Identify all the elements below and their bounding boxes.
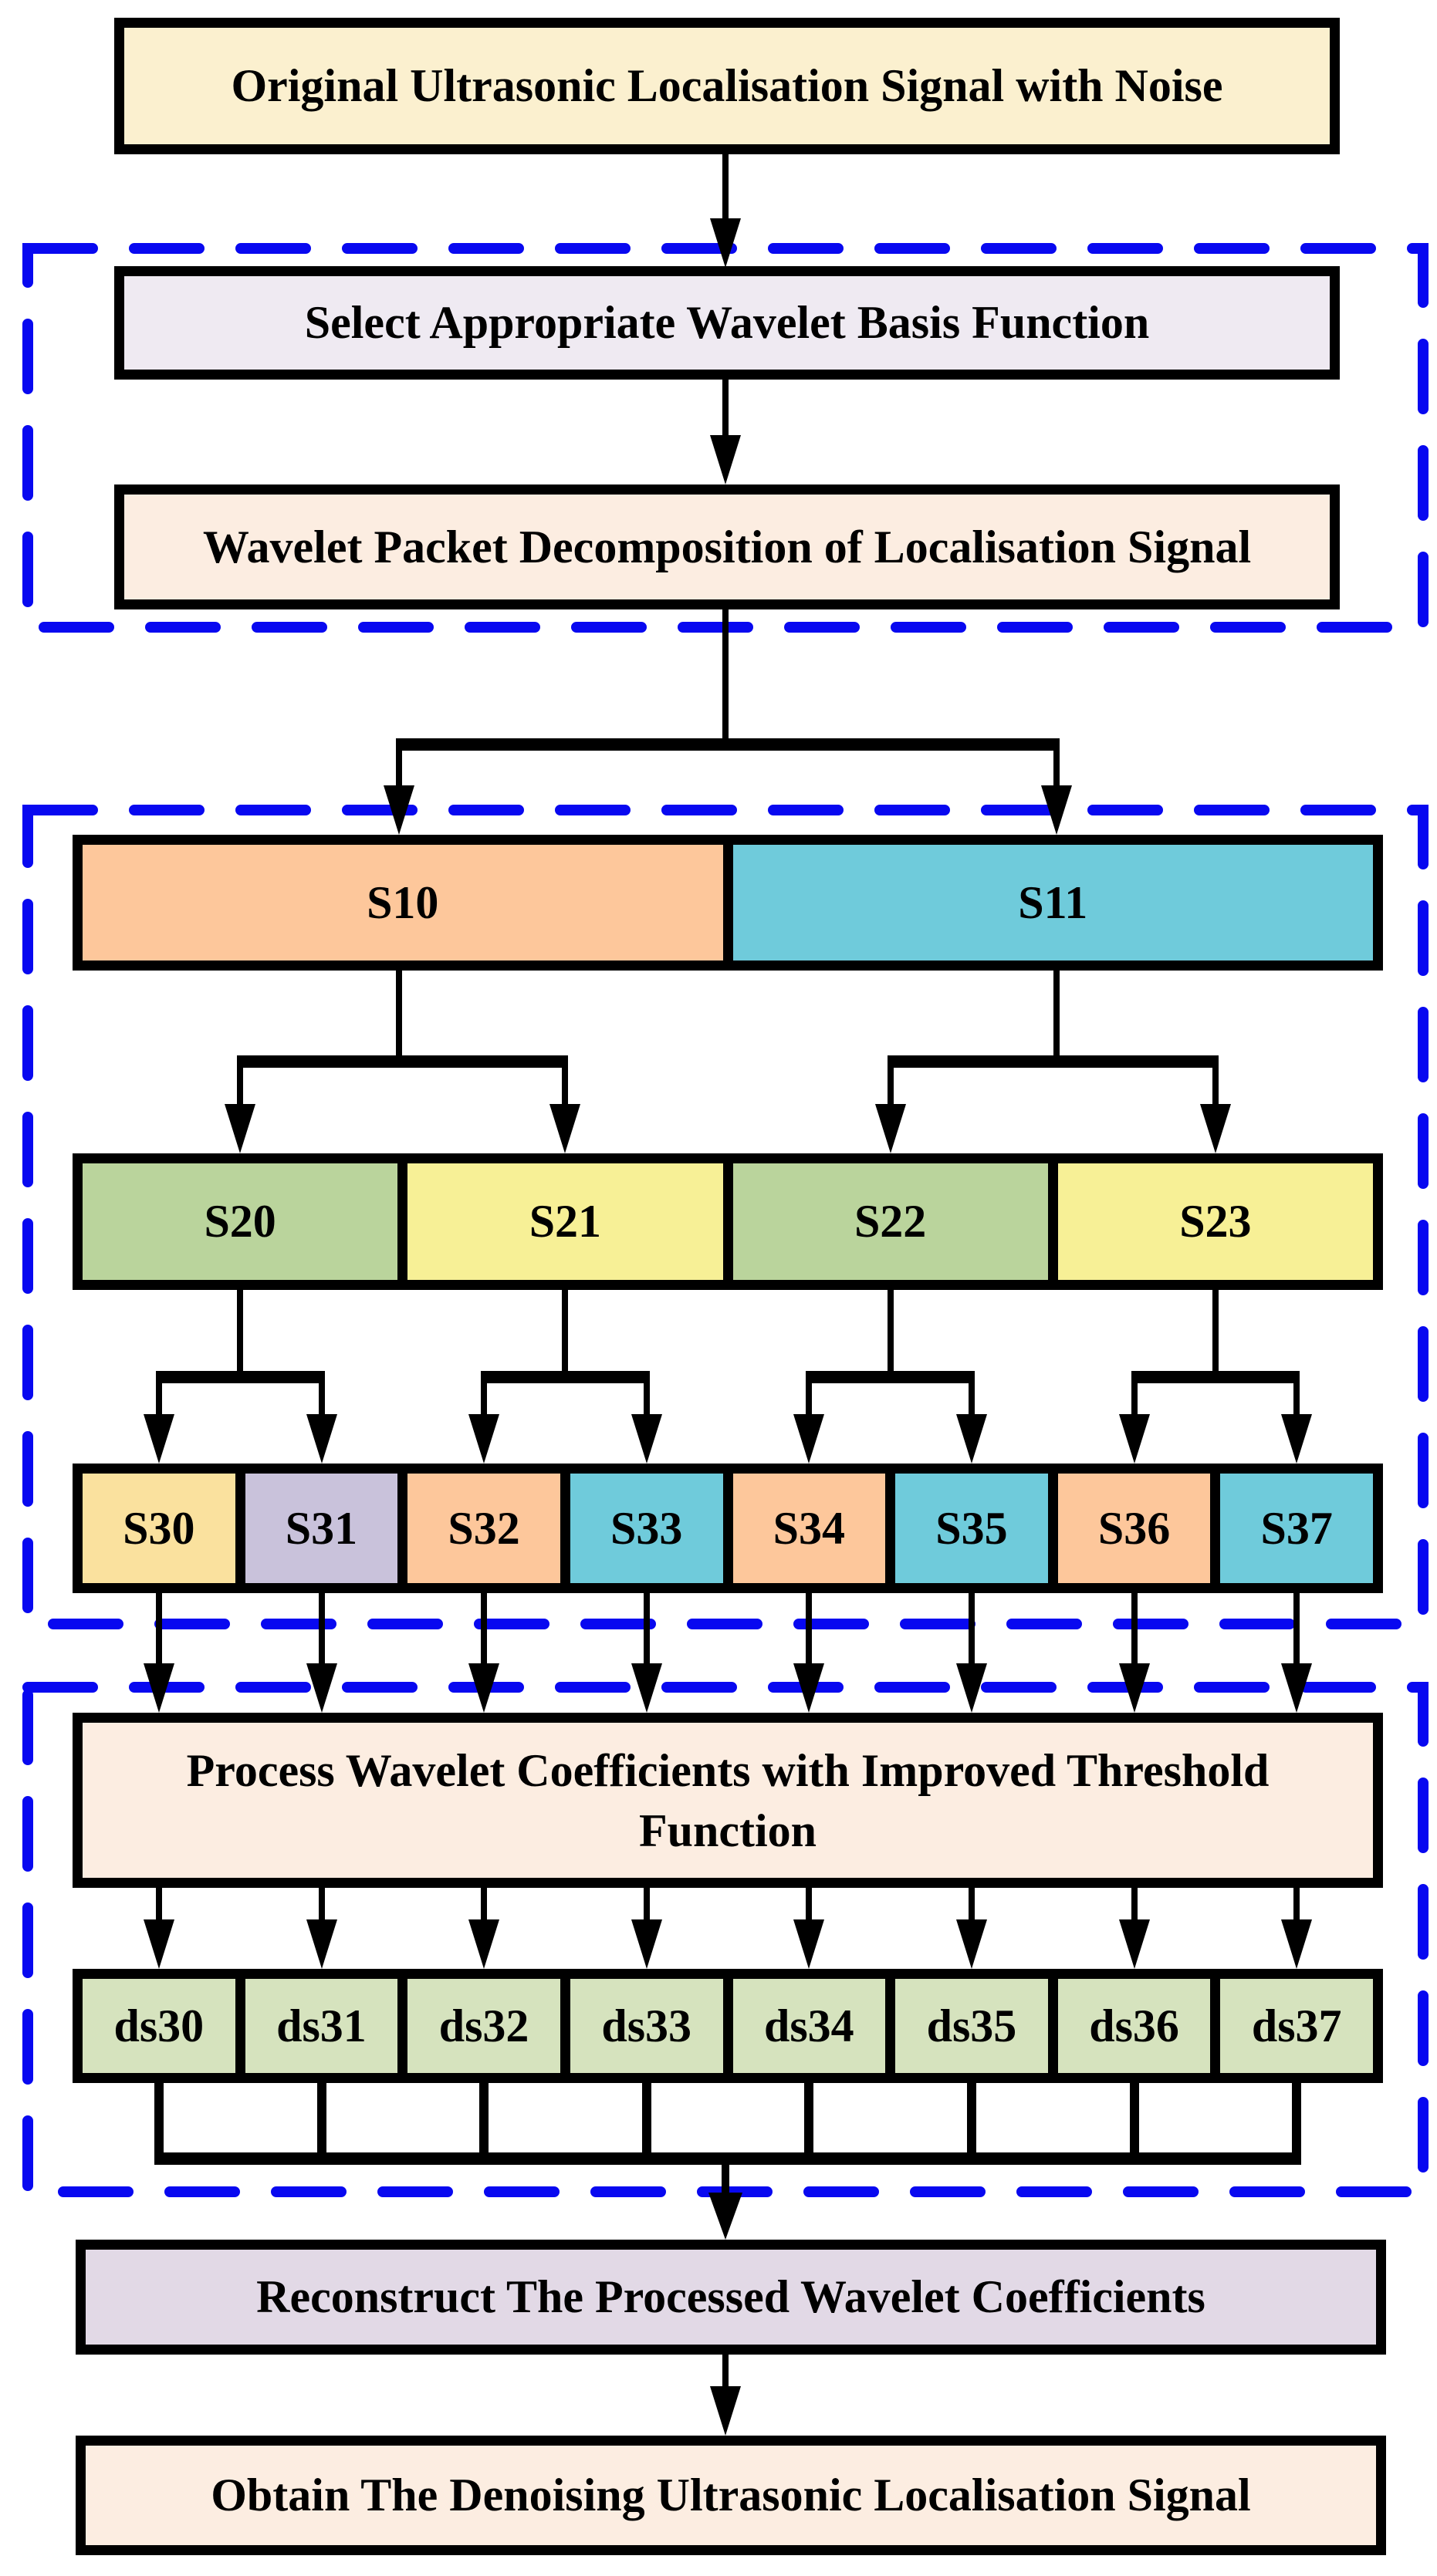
branch-level1-to-level2 xyxy=(225,971,1231,1153)
cell-s37: S37 xyxy=(1220,1474,1373,1583)
cell-ds36: ds36 xyxy=(1057,1979,1211,2073)
cell-ds31: ds31 xyxy=(245,1979,398,2073)
arrows-level3-to-process xyxy=(144,1593,1312,1713)
box-select-wavelet-basis: Select Appropriate Wavelet Basis Functio… xyxy=(114,266,1340,380)
cell-ds30: ds30 xyxy=(83,1979,235,2073)
cell-ds33: ds33 xyxy=(570,1979,723,2073)
cell-s22: S22 xyxy=(732,1163,1048,1280)
arrows-process-to-ds xyxy=(144,1888,1312,1969)
cell-ds35: ds35 xyxy=(895,1979,1048,2073)
merge-bus-to-reconstruct xyxy=(154,2083,1301,2240)
box-denoised-output: Obtain The Denoising Ultrasonic Localisa… xyxy=(76,2436,1386,2555)
cell-ds37: ds37 xyxy=(1220,1979,1373,2073)
cell-s10: S10 xyxy=(83,845,723,961)
cell-s11: S11 xyxy=(732,845,1373,961)
box-reconstruct-coefficients: Reconstruct The Processed Wavelet Coeffi… xyxy=(76,2240,1386,2355)
arrow-top-to-select xyxy=(710,154,741,268)
cell-s30: S30 xyxy=(83,1474,235,1583)
cell-ds32: ds32 xyxy=(407,1979,560,2073)
cell-s34: S34 xyxy=(732,1474,886,1583)
box-process-threshold: Process Wavelet Coefficients with Improv… xyxy=(73,1713,1383,1888)
row-tree-level1: S10 S11 xyxy=(73,835,1383,971)
arrow-select-to-decompose xyxy=(710,380,741,484)
box-wavelet-packet-decomposition: Wavelet Packet Decomposition of Localisa… xyxy=(114,484,1340,609)
branch-level2-to-level3 xyxy=(144,1290,1312,1464)
cell-s32: S32 xyxy=(407,1474,560,1583)
cell-s35: S35 xyxy=(895,1474,1048,1583)
cell-s20: S20 xyxy=(83,1163,398,1280)
row-tree-level2: S20 S21 S22 S23 xyxy=(73,1153,1383,1290)
box-original-signal: Original Ultrasonic Localisation Signal … xyxy=(114,18,1340,154)
branch-root-to-level1 xyxy=(384,609,1072,835)
row-ds-cells: ds30 ds31 ds32 ds33 ds34 ds35 ds36 ds37 xyxy=(73,1969,1383,2083)
cell-s36: S36 xyxy=(1057,1474,1211,1583)
cell-s21: S21 xyxy=(407,1163,723,1280)
cell-s23: S23 xyxy=(1057,1163,1373,1280)
cell-s33: S33 xyxy=(570,1474,723,1583)
cell-ds34: ds34 xyxy=(732,1979,886,2073)
dashed-section-2-border xyxy=(22,805,1429,1629)
cell-s31: S31 xyxy=(245,1474,398,1583)
flow-arrows xyxy=(144,154,1312,2436)
row-tree-level3: S30 S31 S32 S33 S34 S35 S36 S37 xyxy=(73,1464,1383,1593)
arrow-reconstruct-to-output xyxy=(710,2355,741,2436)
